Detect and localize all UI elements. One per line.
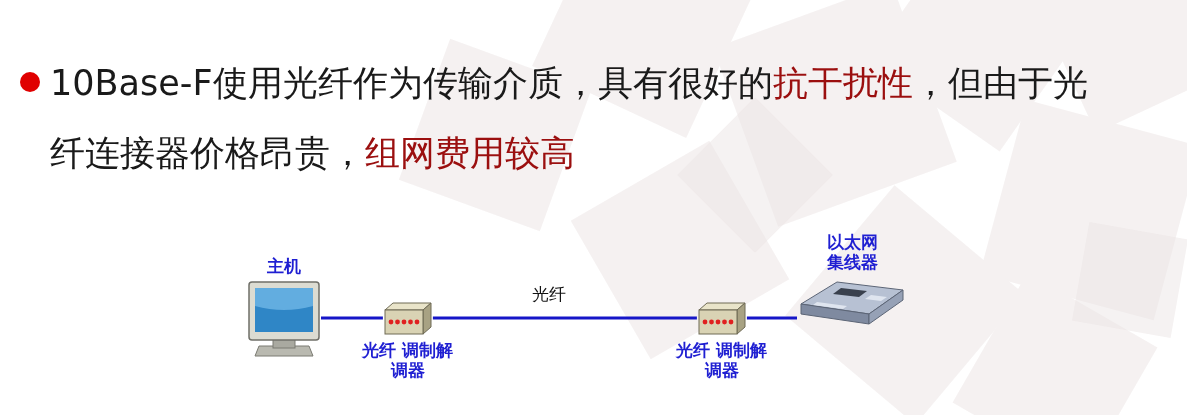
- fiber-modem: 光纤 调制解调器: [676, 302, 768, 380]
- monitor-icon: [247, 280, 321, 360]
- node-label: 光纤 调制解调器: [362, 340, 454, 380]
- host-computer: 主机: [247, 256, 321, 360]
- paragraph-line: 10Base-F使用光纤作为传输介质，具有很好的抗干扰性，但由于光: [50, 48, 1088, 118]
- paragraph-line: 纤连接器价格昂贵，组网费用较高: [50, 118, 1088, 188]
- hub-icon: [797, 276, 907, 328]
- ethernet-hub: 以太网 集线器: [797, 232, 907, 328]
- modem-icon: [383, 302, 433, 336]
- node-label: 以太网 集线器: [821, 232, 882, 272]
- body-text: 纤连接器价格昂贵，: [50, 133, 365, 173]
- node-label: 光纤 调制解调器: [676, 340, 768, 380]
- highlight-text: 组网费用较高: [365, 133, 575, 173]
- cable-line: [433, 317, 697, 320]
- bullet-dot: [18, 70, 42, 94]
- modem-icon: [697, 302, 747, 336]
- fiber-modem: 光纤 调制解调器: [362, 302, 454, 380]
- edge-label: 光纤: [529, 283, 569, 306]
- body-text: ，但由于光: [913, 63, 1088, 103]
- cable-line: [747, 317, 797, 320]
- node-label: 主机: [267, 256, 301, 276]
- cable-line: [321, 317, 383, 320]
- body-text: 10Base-F使用光纤作为传输介质，具有很好的: [50, 63, 773, 103]
- highlight-text: 抗干扰性: [773, 63, 913, 103]
- bullet-paragraph: 10Base-F使用光纤作为传输介质，具有很好的抗干扰性，但由于光纤连接器价格昂…: [50, 48, 1088, 188]
